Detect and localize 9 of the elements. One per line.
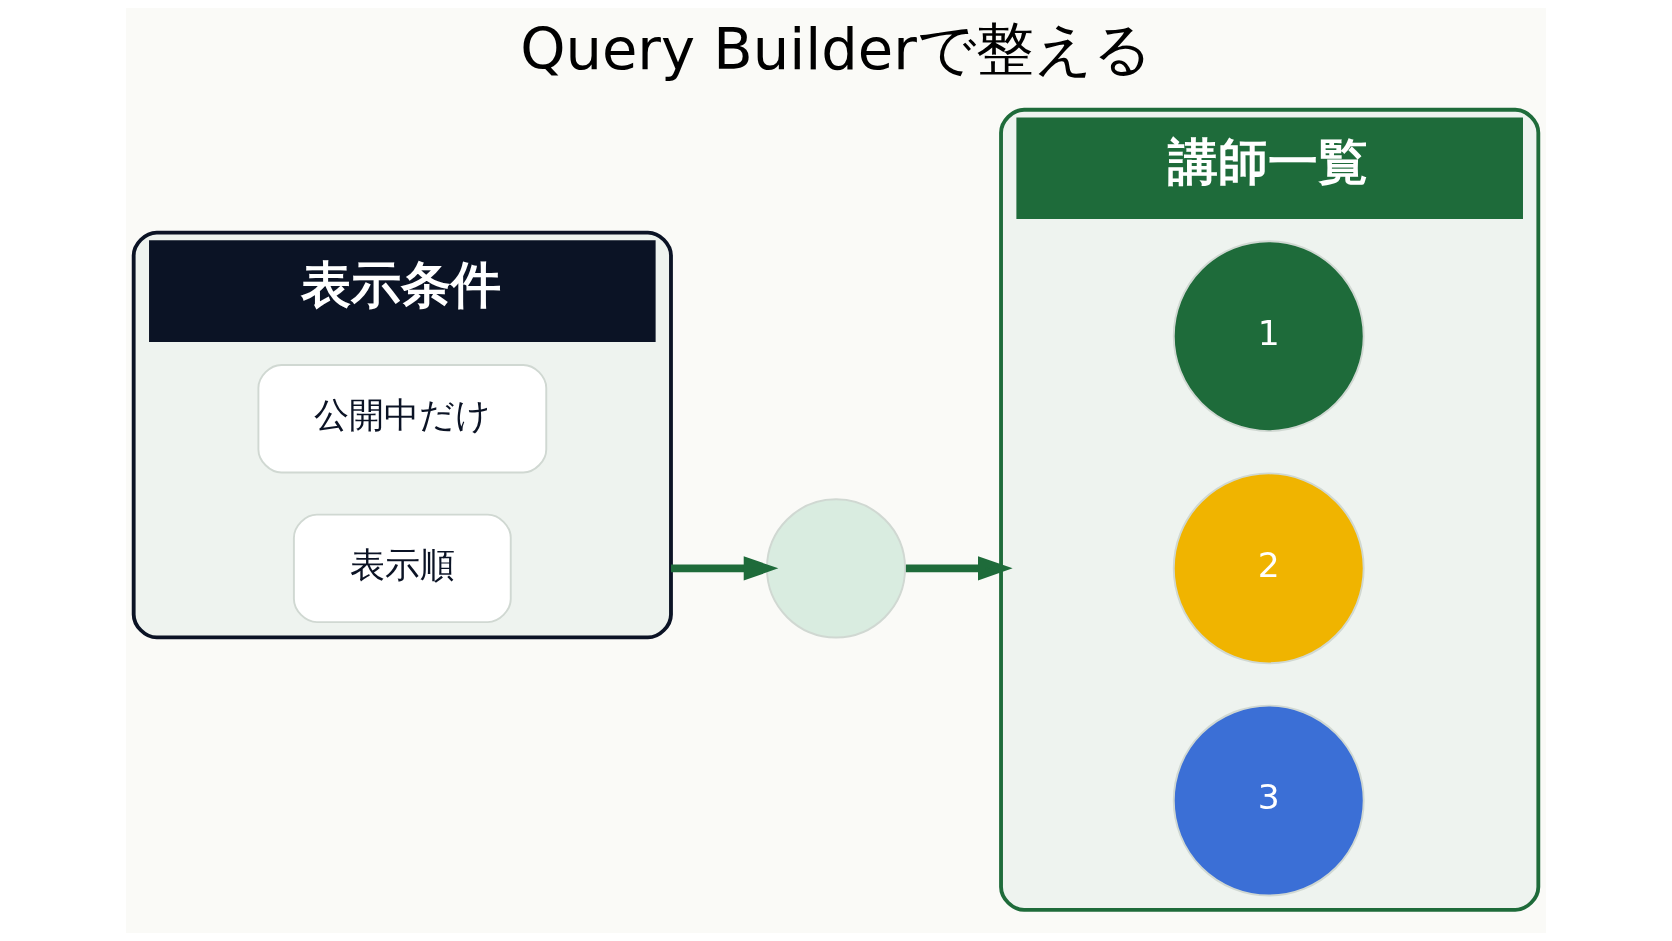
node-circle	[765, 498, 907, 639]
node-circle: 3	[1172, 704, 1365, 897]
diagram-title: Query Builderで整える	[520, 16, 1152, 84]
arrow	[671, 556, 779, 581]
node-circle: 2	[1172, 472, 1365, 665]
node-box: 表示順	[292, 513, 512, 624]
node-box: 公開中だけ	[257, 364, 548, 474]
arrow	[905, 556, 1013, 581]
node-circle: 1	[1172, 240, 1365, 433]
